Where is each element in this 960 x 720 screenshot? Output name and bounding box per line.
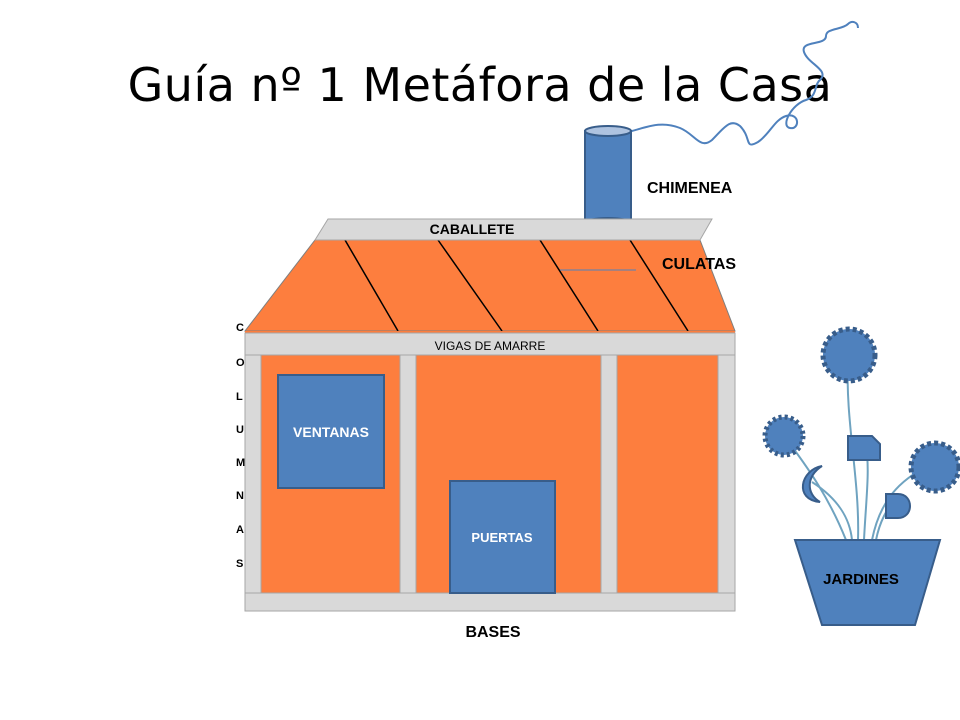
door bbox=[449, 480, 556, 594]
flower-square bbox=[847, 435, 881, 461]
page-title: Guía nº 1 Metáfora de la Casa bbox=[127, 58, 833, 112]
window bbox=[277, 374, 385, 489]
roof bbox=[243, 239, 736, 332]
caballete-label: CABALLETE bbox=[430, 221, 515, 237]
vigas-label: VIGAS DE AMARRE bbox=[435, 339, 546, 353]
flower-half-disc bbox=[885, 493, 911, 519]
columnas-letter: A bbox=[236, 524, 244, 536]
flower-starburst-left bbox=[762, 414, 806, 458]
chimney bbox=[584, 125, 632, 229]
puertas-label: PUERTAS bbox=[471, 530, 532, 545]
ventanas-label: VENTANAS bbox=[293, 424, 369, 440]
smoke-scribble bbox=[627, 20, 859, 146]
caballete-beam bbox=[314, 218, 713, 241]
columnas-label: C O L U M N A S bbox=[236, 322, 245, 570]
columnas-letter: U bbox=[236, 424, 244, 436]
column-mid-left bbox=[399, 354, 417, 594]
columnas-letter: L bbox=[236, 391, 243, 403]
columnas-letter: M bbox=[236, 457, 245, 469]
columns bbox=[244, 354, 736, 594]
chimenea-label: CHIMENEA bbox=[647, 180, 733, 197]
culatas-label: CULATAS bbox=[662, 256, 736, 273]
column-left bbox=[244, 354, 262, 594]
columnas-letter: O bbox=[236, 357, 245, 369]
jardines-label: JARDINES bbox=[823, 571, 899, 588]
bases-beam bbox=[244, 592, 736, 612]
bases-label: BASES bbox=[465, 624, 520, 641]
columnas-letter: N bbox=[236, 490, 244, 502]
flower-pot bbox=[793, 539, 942, 626]
roof-lines bbox=[344, 239, 689, 332]
flower-starburst-top bbox=[820, 326, 878, 384]
columnas-letter: S bbox=[236, 558, 243, 570]
flower-moon bbox=[801, 465, 823, 503]
columnas-letter: C bbox=[236, 322, 244, 334]
vigas-beam bbox=[244, 332, 736, 356]
column-mid-right bbox=[600, 354, 618, 594]
flower-starburst-right bbox=[908, 440, 960, 494]
column-right bbox=[717, 354, 736, 594]
